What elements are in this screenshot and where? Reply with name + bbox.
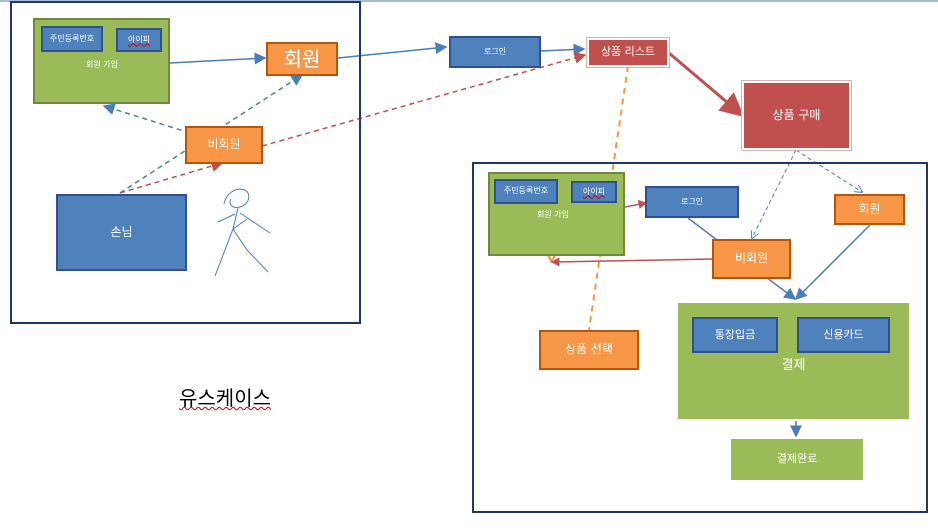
left-nonmember-node[interactable]: 비회원 <box>185 126 263 164</box>
arrow-list-to-purchase <box>668 51 745 117</box>
right-login-label: 로그인 <box>680 196 704 206</box>
right-login-node[interactable]: 로그인 <box>645 186 739 218</box>
arrow-right-signup-to-login <box>624 199 648 209</box>
left-usecase-frame <box>10 1 361 324</box>
right-resident-id-label: 주민등록번호 <box>503 186 549 196</box>
select-product-label: 상품 선택 <box>565 342 613 357</box>
right-user-id-field[interactable]: 아이피 <box>571 181 617 203</box>
arrow-nonmember-to-signup <box>102 103 191 134</box>
arrow-purchase-to-member <box>795 149 862 192</box>
arrow-signup-to-member <box>169 52 267 65</box>
right-usecase-frame <box>472 162 928 513</box>
arrow-purchase-to-nonmember <box>752 149 797 238</box>
right-nonmember-node[interactable]: 비회원 <box>712 239 791 279</box>
left-nonmember-label: 비회원 <box>207 137 241 152</box>
select-product-node[interactable]: 상품 선택 <box>539 330 639 370</box>
arrow-login-to-list <box>540 43 586 56</box>
usecase-caption: 유스케이스 <box>179 386 271 410</box>
arrow-nonmember-to-list <box>261 52 587 147</box>
payment-label: 결제 <box>781 357 806 373</box>
credit-card-label: 신용카드 <box>823 327 864 341</box>
right-signup-label: 회원 가입 <box>537 210 569 219</box>
product-list-label: 상품 리스트 <box>600 45 656 59</box>
left-user-id-label: 아이피 <box>127 34 151 44</box>
left-member-node[interactable]: 회원 <box>266 42 338 76</box>
payment-done-label: 결제완료 <box>776 452 818 466</box>
right-nonmember-label: 비회원 <box>734 251 769 266</box>
left-signup-label: 회원 가입 <box>86 60 118 69</box>
arrow-right-nonmember-to-signup <box>550 257 715 267</box>
arrow-member-to-login <box>337 42 448 59</box>
right-user-id-label: 아이피 <box>582 186 606 196</box>
bank-deposit-node[interactable]: 통장입금 <box>692 317 778 353</box>
left-resident-id-field[interactable]: 주민등록번호 <box>41 26 103 52</box>
right-member-node[interactable]: 회원 <box>834 194 905 225</box>
left-user-id-field[interactable]: 아이피 <box>116 28 162 52</box>
top-login-label: 로그인 <box>483 46 507 56</box>
credit-card-node[interactable]: 신용카드 <box>797 317 890 353</box>
right-resident-id-field[interactable]: 주민등록번호 <box>494 179 558 204</box>
top-rule <box>0 0 938 2</box>
arrow-member-to-payment <box>794 224 871 301</box>
product-list-node[interactable]: 상품 리스트 <box>587 38 669 67</box>
right-member-label: 회원 <box>858 201 881 216</box>
left-resident-id-label: 주민등록번호 <box>49 33 95 43</box>
purchase-node[interactable]: 상품 구매 <box>742 81 851 150</box>
guest-node[interactable]: 손님 <box>56 194 187 271</box>
top-login-node[interactable]: 로그인 <box>449 36 541 68</box>
left-member-label: 회원 <box>283 47 321 71</box>
bank-deposit-label: 통장입금 <box>714 327 756 341</box>
payment-done-node[interactable]: 결제완료 <box>729 437 865 482</box>
stick-figure-icon <box>214 188 271 277</box>
purchase-label: 상품 구매 <box>772 107 821 122</box>
guest-label: 손님 <box>110 224 133 239</box>
